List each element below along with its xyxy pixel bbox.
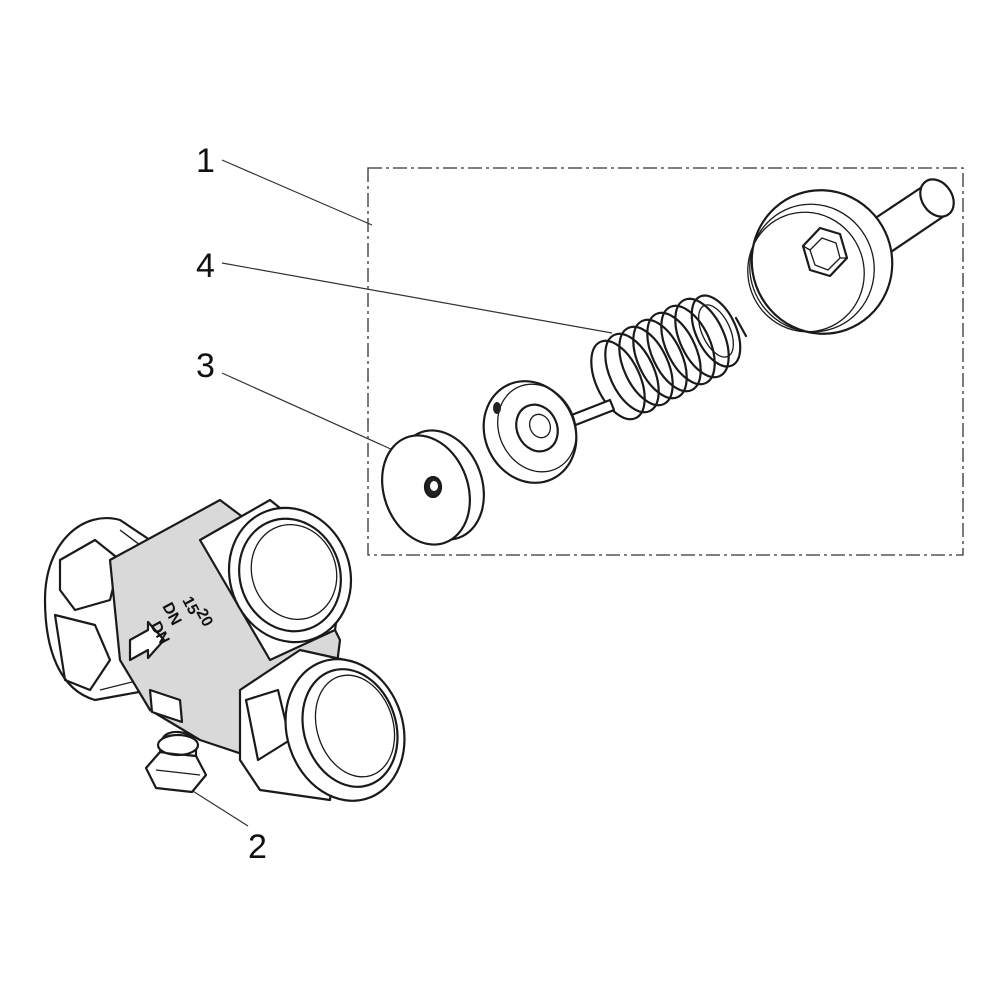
body-marking-20: 20 <box>192 606 215 630</box>
body-marking-15: 15 <box>178 594 201 618</box>
leader-line-2 <box>187 787 249 827</box>
callout-1: 1 <box>196 142 215 180</box>
valve-disc-with-rod <box>482 380 616 484</box>
assembly-group-frame <box>367 167 964 556</box>
bonnet-with-stem <box>747 178 955 335</box>
drain-plug <box>144 730 208 794</box>
leader-line-4 <box>221 262 613 334</box>
spring <box>590 290 748 421</box>
callout-3: 3 <box>196 347 215 385</box>
callout-4: 4 <box>196 247 215 285</box>
seal-washer <box>381 429 485 546</box>
leader-line-1 <box>221 159 373 226</box>
valve-body: DN DN 15 20 <box>43 498 406 802</box>
leader-line-3 <box>221 372 405 456</box>
callout-2: 2 <box>248 828 267 866</box>
